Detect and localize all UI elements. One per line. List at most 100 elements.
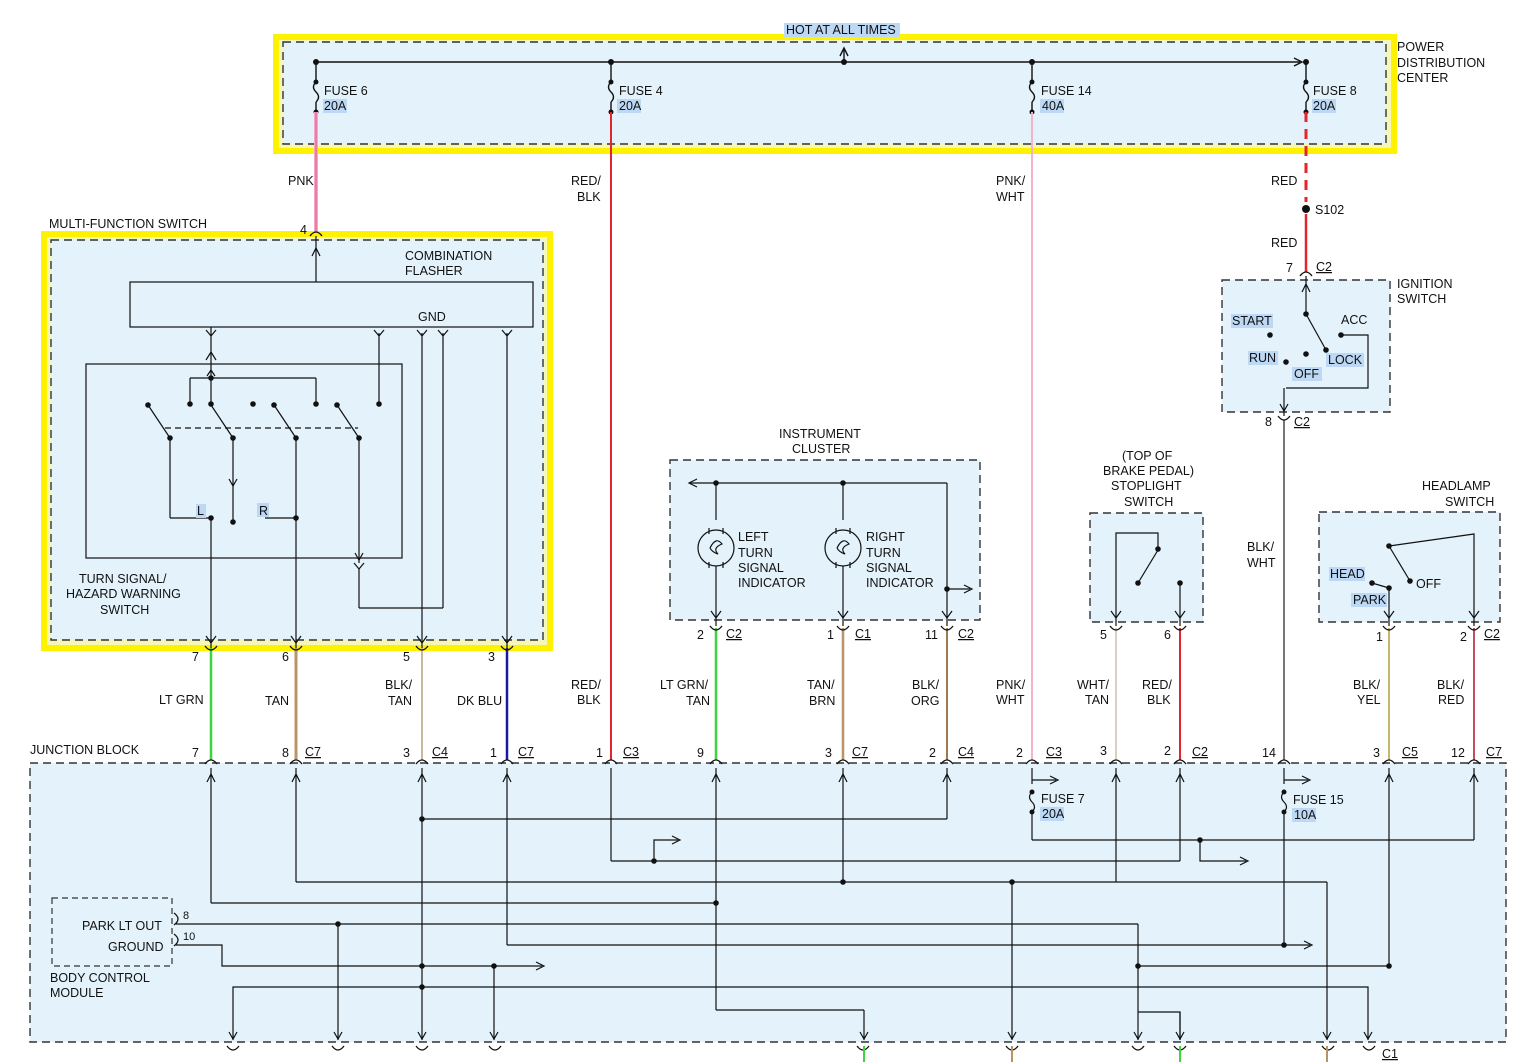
conn-ign-7-pin: 7: [1286, 261, 1293, 275]
jb-conn-6: C7: [852, 745, 868, 759]
ign-acc: ACC: [1341, 313, 1367, 327]
stoplight-panel: [1089, 512, 1204, 623]
wl-5b: TAN: [686, 694, 710, 708]
hl-park: PARK: [1353, 593, 1387, 607]
splice-label: S102: [1315, 203, 1344, 217]
fuse6-name: FUSE 6: [324, 84, 368, 98]
right-ind-4: INDICATOR: [866, 576, 934, 590]
wl-7a: BLK/: [912, 678, 940, 692]
ignition-internals: [1279, 276, 1369, 416]
left-ind-1: LEFT: [738, 530, 769, 544]
pdc-bus: [312, 46, 1310, 112]
pdc-label-2: DISTRIBUTION: [1397, 56, 1485, 70]
jb-pin-3: 1: [490, 746, 497, 760]
jb-conn-13: C7: [1486, 745, 1502, 759]
conn-stop-5-pin: 5: [1100, 628, 1107, 642]
lower-wires: [209, 628, 1475, 760]
pdc-label-1: POWER: [1397, 40, 1444, 54]
wl-12a: BLK/: [1437, 678, 1465, 692]
fuse7-name: FUSE 7: [1041, 792, 1085, 806]
bcm-park-label: PARK LT OUT: [82, 919, 162, 933]
wl-8a: PNK/: [996, 678, 1026, 692]
conn-cluster-11-pin: 11: [925, 628, 938, 642]
conn-stop-6-pin: 6: [1164, 628, 1171, 642]
stoplight-internals: [1110, 532, 1186, 626]
diagram-title: HOT AT ALL TIMES: [786, 23, 896, 37]
conn-cluster-right-conn: C1: [855, 627, 871, 641]
bcm-title-2: MODULE: [50, 986, 103, 1000]
turn-r-label: R: [259, 504, 268, 518]
mfs-pin-7: 7: [192, 650, 199, 664]
wire-label-pnkwht-2: WHT: [996, 190, 1025, 204]
mfs-pin-3: 3: [488, 650, 495, 664]
right-ind-2: TURN: [866, 546, 901, 560]
conn-cluster-left-conn: C2: [726, 627, 742, 641]
jb-pin-10: 2: [1164, 744, 1171, 758]
jb-conn-2: C4: [432, 745, 448, 759]
conn-ign-8-conn: C2: [1294, 415, 1310, 429]
jb-conn-8: C3: [1046, 745, 1062, 759]
left-ind-4: INDICATOR: [738, 576, 806, 590]
ign-start: START: [1232, 314, 1272, 328]
junction-wiring: [176, 768, 1479, 1041]
conn-cluster-right-pin: 1: [827, 628, 834, 642]
bcm-ground-pin: 10: [183, 931, 195, 943]
conn-hl-2-pin: 2: [1460, 630, 1467, 644]
stoplight-title-2: BRAKE PEDAL): [1103, 464, 1194, 478]
wire-label-pnk: PNK: [288, 174, 314, 188]
jb-pin-4: 1: [596, 746, 603, 760]
wl-11a: BLK/: [1353, 678, 1381, 692]
wl-3: DK BLU: [457, 694, 502, 708]
fuse4-rating: 20A: [619, 99, 642, 113]
conn-cluster-left-pin: 2: [697, 628, 704, 642]
wl-9b: TAN: [1085, 693, 1109, 707]
mfs-pin-5: 5: [403, 650, 410, 664]
bcm-title-1: BODY CONTROL: [50, 971, 150, 985]
left-ind-2: TURN: [738, 546, 773, 560]
wl-10a: RED/: [1142, 678, 1172, 692]
jb-pin-2: 3: [403, 746, 410, 760]
turn-switch-label-1: TURN SIGNAL/: [79, 572, 167, 586]
jb-pin-9: 3: [1100, 744, 1107, 758]
left-ind-3: SIGNAL: [738, 561, 784, 575]
jb-conn-12: C5: [1402, 745, 1418, 759]
jb-conn-1: C7: [305, 745, 321, 759]
bcm-park-pin: 8: [183, 910, 189, 922]
wl-9a: WHT/: [1077, 678, 1109, 692]
wl-2a: BLK/: [385, 678, 413, 692]
mfs-pin-6: 6: [282, 650, 289, 664]
fuse14-rating: 40A: [1042, 99, 1065, 113]
flasher-label-2: FLASHER: [405, 264, 463, 278]
wire-label-red: RED: [1271, 174, 1297, 188]
jb-pin-8: 2: [1016, 746, 1023, 760]
wire-label-red-2: RED: [1271, 236, 1297, 250]
pdc-panel: [282, 41, 1387, 145]
bcm-panel: [51, 897, 173, 967]
junction-title: JUNCTION BLOCK: [30, 743, 140, 757]
stoplight-title-4: SWITCH: [1124, 495, 1173, 509]
cluster-title-1: INSTRUMENT: [779, 427, 861, 441]
ign-off: OFF: [1294, 367, 1319, 381]
splice-s102: [1302, 205, 1310, 213]
wl-6a: TAN/: [807, 678, 835, 692]
wl-2b: TAN: [388, 694, 412, 708]
hl-head: HEAD: [1330, 567, 1365, 581]
conn-hl-1-pin: 1: [1376, 630, 1383, 644]
fuse8-name: FUSE 8: [1313, 84, 1357, 98]
gnd-label: GND: [418, 310, 446, 324]
wire-label-blkwht-2: WHT: [1247, 556, 1276, 570]
jb-pin-0: 7: [192, 746, 199, 760]
conn-cluster-11-conn: C2: [958, 627, 974, 641]
ignition-title-1: IGNITION: [1397, 277, 1453, 291]
stoplight-title-1: (TOP OF: [1122, 449, 1173, 463]
wl-1: TAN: [265, 694, 289, 708]
wl-6b: BRN: [809, 694, 835, 708]
jb-pin-11: 14: [1262, 746, 1276, 760]
bottom-connector: C1: [1382, 1047, 1398, 1061]
fuse6-rating: 20A: [324, 99, 347, 113]
jb-conn-10: C2: [1192, 745, 1208, 759]
jb-pin-5: 9: [697, 746, 704, 760]
turn-switch-label-2: HAZARD WARNING: [66, 587, 181, 601]
fuse8-rating: 20A: [1313, 99, 1336, 113]
wl-12b: RED: [1438, 693, 1464, 707]
